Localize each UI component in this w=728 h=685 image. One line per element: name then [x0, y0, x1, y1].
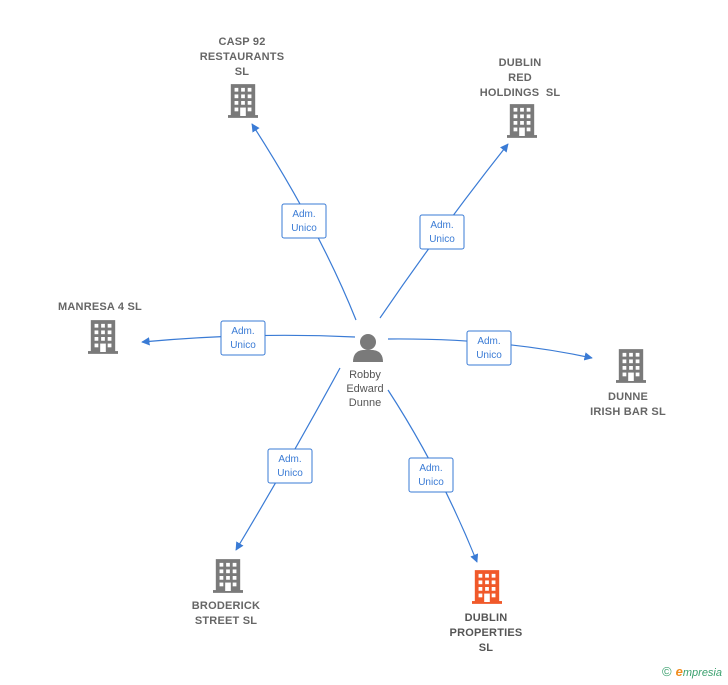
edge-label-box [419, 214, 465, 250]
company-name-line: BRODERICK [192, 600, 260, 612]
edge-label-text: Unico [277, 468, 303, 479]
company-name-line: CASP 92 [218, 36, 265, 48]
edge-label-dunne-irish[interactable]: Adm. Unico [466, 330, 512, 366]
copyright-icon: © [662, 664, 672, 679]
company-name-line: DUBLIN [499, 57, 542, 69]
edge-label-broderick[interactable]: Adm. Unico [267, 448, 313, 484]
empresia-logo-text: mpresia [682, 667, 722, 679]
center-person[interactable]: Robby Edward Dunne [346, 334, 384, 409]
building-icon [616, 349, 646, 383]
company-name-line: SL [479, 642, 494, 654]
company-node-dunne-irish[interactable]: DUNNE IRISH BAR SL [590, 349, 666, 418]
edge-label-text: Unico [429, 234, 455, 245]
edge-label-dublin-properties[interactable]: Adm. Unico [408, 457, 454, 493]
edge-label-box [267, 448, 313, 484]
company-node-broderick[interactable]: BRODERICK STREET SL [192, 559, 260, 627]
empresia-credit[interactable]: © empresia [662, 664, 722, 679]
edge-label-text: Adm. [430, 220, 453, 231]
person-name-line-2: Edward [346, 383, 383, 395]
edge-label-text: Adm. [278, 454, 301, 465]
building-icon [213, 559, 243, 593]
company-node-dublin-red[interactable]: DUBLIN RED HOLDINGS SL [480, 57, 561, 138]
building-icon [507, 104, 537, 138]
company-node-casp92[interactable]: CASP 92 RESTAURANTS SL [200, 36, 285, 118]
edge-label-text: Unico [476, 350, 502, 361]
edge-label-box [220, 320, 266, 356]
edge-label-dublin-red[interactable]: Adm. Unico [419, 214, 465, 250]
edge-label-box [281, 203, 327, 239]
company-node-dublin-properties[interactable]: DUBLIN PROPERTIES SL [450, 570, 523, 654]
building-icon [228, 84, 258, 118]
edge-label-manresa4[interactable]: Adm. Unico [220, 320, 266, 356]
edge-label-text: Adm. [419, 463, 442, 474]
company-name-line: RESTAURANTS [200, 51, 285, 63]
person-name-line-3: Dunne [349, 397, 381, 409]
edge-label-text: Unico [230, 340, 256, 351]
empresia-logo-initial: e [675, 664, 683, 679]
person-icon [353, 334, 383, 362]
company-name-line: MANRESA 4 SL [58, 301, 142, 313]
company-name-line: HOLDINGS SL [480, 87, 561, 99]
company-name-line: DUNNE [608, 391, 648, 403]
company-name-line: IRISH BAR SL [590, 406, 666, 418]
company-node-manresa4[interactable]: MANRESA 4 SL [58, 301, 142, 354]
building-icon [472, 570, 502, 604]
nodes-layer: CASP 92 RESTAURANTS SL DUBLIN RED HOLDINGS SL… [58, 36, 666, 654]
edge-label-text: Adm. [477, 336, 500, 347]
edge-label-text: Unico [418, 477, 444, 488]
company-name-line: STREET SL [195, 615, 257, 627]
company-name-line: SL [235, 66, 250, 78]
edge-label-box [466, 330, 512, 366]
company-name-line: DUBLIN [465, 612, 508, 624]
company-name-line: RED [508, 72, 532, 84]
edge-label-text: Adm. [231, 326, 254, 337]
edge-label-text: Unico [291, 223, 317, 234]
edge-label-box [408, 457, 454, 493]
person-name-line-1: Robby [349, 369, 381, 381]
edge-label-casp92[interactable]: Adm. Unico [281, 203, 327, 239]
company-name-line: PROPERTIES [450, 627, 523, 639]
edge-label-text: Adm. [292, 209, 315, 220]
building-icon [88, 320, 118, 354]
